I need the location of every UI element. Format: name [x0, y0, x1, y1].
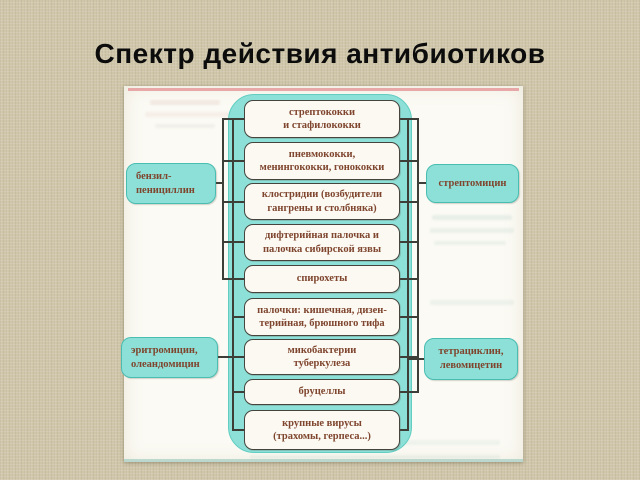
connector-line: [232, 391, 244, 393]
connector-line: [407, 358, 424, 360]
connector-line: [232, 356, 244, 358]
connector-line: [407, 119, 409, 431]
bacteria-label: стрептококки и стафилококки: [283, 106, 361, 131]
bacteria-box: пневмококки, менингококки, гонококки: [244, 142, 400, 180]
connector-line: [232, 119, 234, 431]
connector-line: [400, 429, 409, 431]
connector-line: [400, 118, 419, 120]
antibiotic-box-streptomycin: стрептомицин: [426, 164, 519, 203]
connector-line: [232, 316, 244, 318]
bacteria-box: микобактерии туберкулеза: [244, 339, 400, 375]
connector-line: [222, 119, 224, 280]
antibiotic-label: стрептомицин: [438, 177, 507, 189]
connector-line: [400, 316, 419, 318]
bacteria-box: клостридии (возбудители гангрены и столб…: [244, 183, 400, 220]
antibiotic-label: эритромицин, олеандомицин: [131, 344, 200, 370]
slide-title: Спектр действия антибиотиков: [94, 38, 546, 69]
connector-line: [400, 160, 419, 162]
bacteria-label: клостридии (возбудители гангрены и столб…: [261, 189, 383, 214]
bacteria-label: крупные вирусы (трахомы, герпеса...): [273, 417, 371, 442]
connector-line: [400, 356, 419, 358]
connector-line: [222, 241, 244, 243]
bacteria-label: дифтерийная палочка и палочка сибирской …: [262, 230, 382, 255]
bacteria-box: спирохеты: [244, 265, 400, 293]
bacteria-box: стрептококки и стафилококки: [244, 100, 400, 138]
bacteria-box: дифтерийная палочка и палочка сибирской …: [244, 224, 400, 261]
antibiotic-box-benzylpenicillin: бензил- пенициллин: [126, 163, 216, 204]
bacteria-box: бруцеллы: [244, 379, 400, 405]
bacteria-box: крупные вирусы (трахомы, герпеса...): [244, 410, 400, 450]
connector-line: [417, 182, 426, 184]
connector-line: [222, 118, 244, 120]
connector-line: [400, 391, 419, 393]
connector-line: [222, 201, 244, 203]
connector-line: [218, 356, 234, 358]
connector-line: [222, 160, 244, 162]
connector-line: [400, 278, 419, 280]
connector-line: [400, 201, 419, 203]
antibiotic-label: тетрациклин, левомицетин: [438, 346, 504, 371]
antibiotic-label: бензил- пенициллин: [136, 170, 195, 196]
bacteria-label: бруцеллы: [298, 386, 346, 398]
antibiotic-box-erythromycin-oleandomycin: эритромицин, олеандомицин: [121, 337, 218, 378]
bacteria-box: палочки: кишечная, дизен- терийная, брюш…: [244, 298, 400, 336]
bacteria-label: палочки: кишечная, дизен- терийная, брюш…: [257, 304, 387, 329]
connector-line: [417, 119, 419, 393]
page-top-rule: [128, 88, 519, 91]
connector-line: [222, 278, 244, 280]
bacteria-label: микобактерии туберкулеза: [287, 344, 357, 369]
antibiotic-box-tetracycline-levomycetin: тетрациклин, левомицетин: [424, 338, 518, 380]
bacteria-label: спирохеты: [296, 273, 348, 285]
page-bottom-rule: [124, 459, 523, 462]
bacteria-label: пневмококки, менингококки, гонококки: [259, 148, 385, 173]
connector-line: [232, 429, 244, 431]
connector-line: [400, 241, 419, 243]
connector-line: [216, 182, 224, 184]
